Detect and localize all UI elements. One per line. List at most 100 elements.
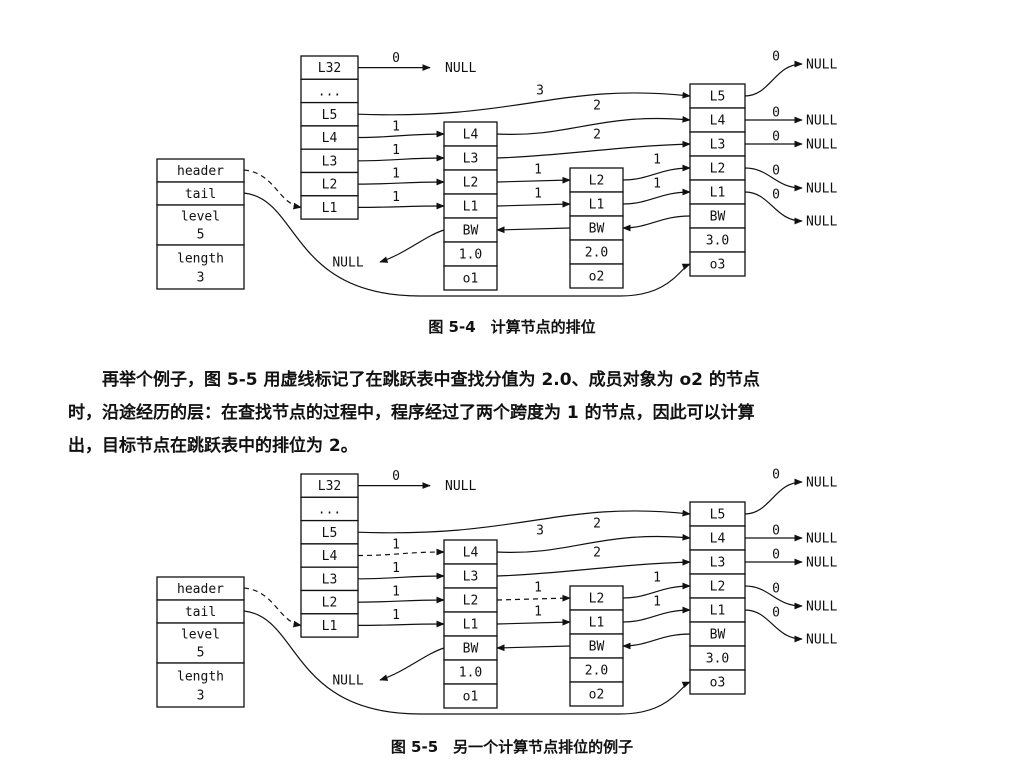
span-L5: 3 — [536, 84, 544, 99]
figure-5-5-caption: 图 5-5 另一个计算节点排位的例子 — [390, 738, 634, 756]
node3-level-2-label: L3 — [710, 556, 726, 571]
span-node1-L1: 1 — [534, 605, 542, 620]
null-L32: NULL — [445, 479, 476, 494]
header-level-1-label: ... — [318, 84, 341, 99]
list-level-cell — [156, 204, 245, 246]
arrow-node3-null-0 — [744, 478, 803, 515]
arrow-node3-null-4 — [744, 191, 803, 225]
span-L1_header: 1 — [392, 190, 400, 205]
span-L2_header: 1 — [392, 585, 400, 600]
node2-level-1-label: L1 — [589, 198, 605, 213]
node1-score-label: 1.0 — [459, 666, 482, 681]
null-node3-0: NULL — [806, 58, 837, 73]
null-backward: NULL — [332, 256, 363, 271]
node3-obj-cell — [689, 251, 746, 277]
null-node3-1: NULL — [806, 114, 837, 129]
header-level-5-label: L2 — [322, 178, 338, 193]
node3-obj-label: o3 — [710, 676, 726, 691]
arrow-node2-L2 — [622, 582, 691, 599]
node3-level-1-label: L4 — [710, 532, 726, 547]
span-node3-null-3: 0 — [772, 582, 780, 597]
list-length-value: 3 — [197, 689, 205, 704]
span-node1-L3: 2 — [593, 128, 601, 143]
node3-score-cell — [689, 645, 746, 671]
paragraph-line-3: 出，目标节点在跳跃表中的排位为 2。 — [68, 436, 358, 456]
list-length-label: length — [177, 252, 224, 267]
arrow-node3-backward — [622, 633, 691, 650]
arrow-node1-L1 — [496, 200, 571, 208]
node3-level-4-cell — [689, 179, 746, 205]
arrow-list-tail — [243, 192, 691, 297]
null-node3-2: NULL — [806, 556, 837, 571]
arrow-node1-backward — [379, 229, 445, 263]
span-L3_header: 1 — [392, 143, 400, 158]
node3-level-3-label: L2 — [710, 580, 726, 595]
arrow-node1-L4 — [496, 115, 691, 136]
span-node1-L1: 1 — [534, 187, 542, 202]
node1-score-cell — [443, 659, 498, 685]
arrow-list-header — [243, 587, 302, 628]
node3-score-cell — [689, 227, 746, 253]
node1-obj-label: o1 — [463, 272, 479, 287]
span-node3-null-0: 0 — [772, 468, 780, 483]
node1-level-1-label: L3 — [463, 570, 479, 585]
paragraph-line-1: 再举个例子，图 5-5 用虚线标记了在跳跃表中查找分值为 2.0、成员对象为 o… — [102, 370, 760, 390]
list-header-field-label: header — [177, 582, 224, 597]
list-length-label: length — [177, 670, 224, 685]
arrow-node1-L2 — [496, 176, 571, 184]
span-node1-L4: 2 — [593, 517, 601, 532]
span-node3-null-3: 0 — [772, 164, 780, 179]
node2-obj-label: o2 — [589, 688, 605, 703]
arrow-list-header — [243, 169, 302, 210]
list-header-field-label: header — [177, 164, 224, 179]
arrow-node1-L3 — [496, 558, 691, 577]
span-L32: 0 — [392, 51, 400, 66]
node3-level-1-label: L4 — [710, 114, 726, 129]
arrow-node2-L1 — [622, 606, 691, 623]
node1-obj-cell — [443, 683, 498, 709]
span-L4_header: 1 — [392, 537, 400, 552]
span-node3-null-4: 0 — [772, 188, 780, 203]
node3-obj-cell — [689, 669, 746, 695]
node2-score-label: 2.0 — [585, 246, 608, 261]
null-node3-1: NULL — [806, 532, 837, 547]
span-node3-null-2: 0 — [772, 548, 780, 563]
list-level-label: level — [181, 628, 220, 643]
list-length-cell — [156, 662, 245, 708]
node2-level-0-label: L2 — [589, 174, 605, 189]
node3-level-4-label: L1 — [710, 186, 726, 201]
figure-5-4-diagram: L32...L5L4L3L2L1headertaillevel5length3L… — [156, 50, 837, 297]
node3-obj-label: o3 — [710, 258, 726, 273]
arrow-header-L5 — [357, 91, 691, 116]
node3-backward-label: BW — [710, 210, 726, 225]
header-level-5-label: L2 — [322, 596, 338, 611]
node2-score-label: 2.0 — [585, 664, 608, 679]
node1-level-2-label: L2 — [463, 594, 479, 609]
span-node3-null-4: 0 — [772, 606, 780, 621]
arrow-node1-backward — [379, 647, 445, 681]
node1-backward-cell — [443, 635, 498, 661]
arrow-node2-L1 — [622, 188, 691, 205]
span-node1-L2: 1 — [534, 581, 542, 596]
node3-level-4-label: L1 — [710, 604, 726, 619]
header-level-3-label: L4 — [322, 549, 338, 564]
node1-level-0-label: L4 — [463, 128, 479, 143]
header-level-2-label: L5 — [322, 526, 338, 541]
node1-level-2-label: L2 — [463, 176, 479, 191]
body-paragraph: 再举个例子，图 5-5 用虚线标记了在跳跃表中查找分值为 2.0、成员对象为 o… — [68, 364, 958, 463]
list-level-label: level — [181, 210, 220, 225]
node3-score-label: 3.0 — [706, 234, 729, 249]
node3-level-2-cell — [689, 549, 746, 575]
arrow-node2-L2 — [622, 164, 691, 181]
span-node1-L2: 1 — [534, 163, 542, 178]
node1-level-2-cell — [443, 587, 498, 613]
arrow-node2-backward — [496, 644, 571, 652]
span-node3-null-1: 0 — [772, 106, 780, 121]
header-level-0-label: L32 — [318, 479, 341, 494]
span-node1-L3: 2 — [593, 546, 601, 561]
node3-level-1-cell — [689, 107, 746, 133]
span-L32: 0 — [392, 469, 400, 484]
span-node2-L2: 1 — [653, 153, 661, 168]
header-level-4-label: L3 — [322, 572, 338, 587]
